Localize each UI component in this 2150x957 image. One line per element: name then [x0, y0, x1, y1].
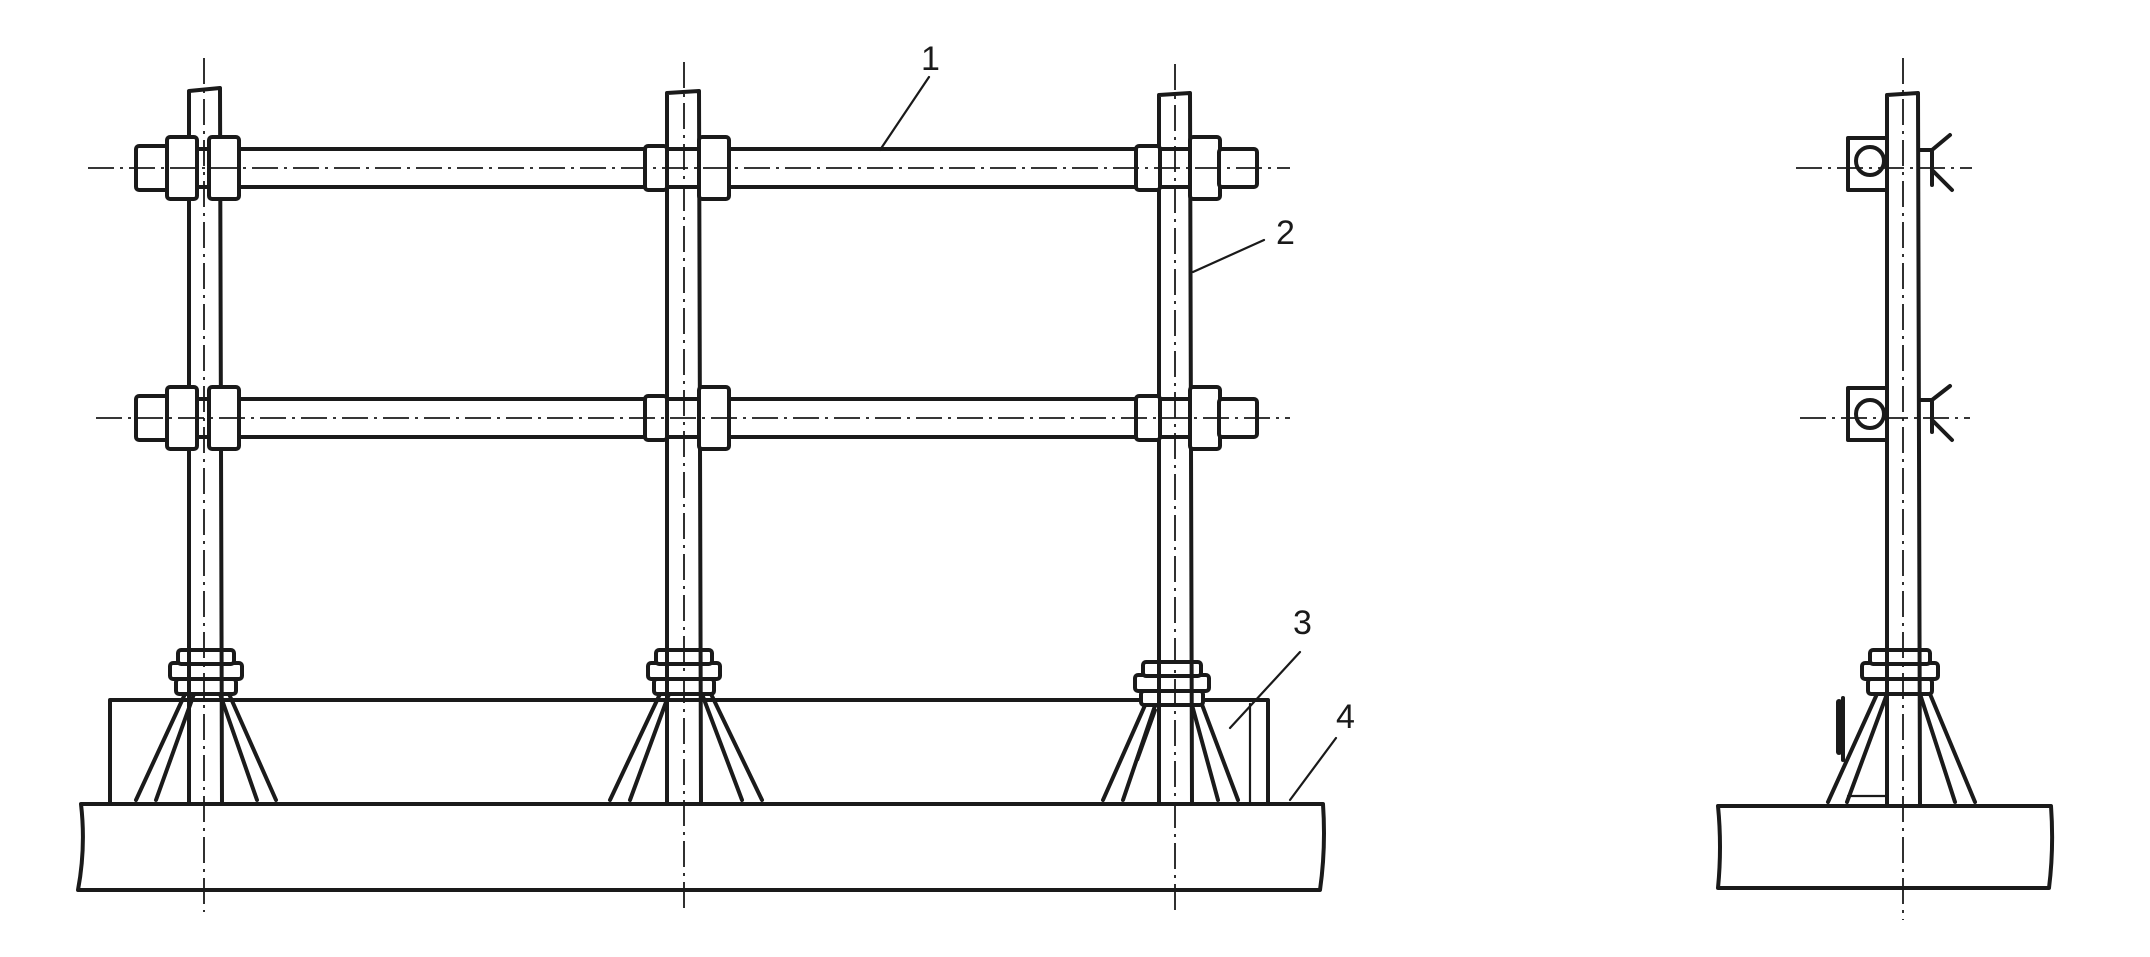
strut-support-1	[134, 648, 278, 802]
front-centre-lines	[88, 58, 1290, 912]
callout-4: 4	[1336, 698, 1355, 736]
side-floor-slab	[1716, 804, 2055, 890]
side-lower-clamp	[1846, 384, 1954, 442]
callout-3: 3	[1293, 604, 1312, 642]
strut-support-3	[1101, 660, 1240, 802]
side-post	[1885, 91, 1922, 808]
side-strut-support	[1826, 648, 1977, 804]
leader-lines	[878, 75, 1338, 802]
side-view	[1716, 58, 2055, 920]
callout-1: 1	[921, 40, 940, 78]
floor-slab	[76, 802, 1326, 892]
edge-board	[108, 698, 1270, 806]
side-centre-lines	[1796, 58, 1972, 920]
side-upper-clamp	[1846, 133, 1954, 192]
callout-2: 2	[1276, 214, 1295, 252]
front-view	[76, 58, 1338, 912]
strut-support-2	[608, 648, 764, 802]
